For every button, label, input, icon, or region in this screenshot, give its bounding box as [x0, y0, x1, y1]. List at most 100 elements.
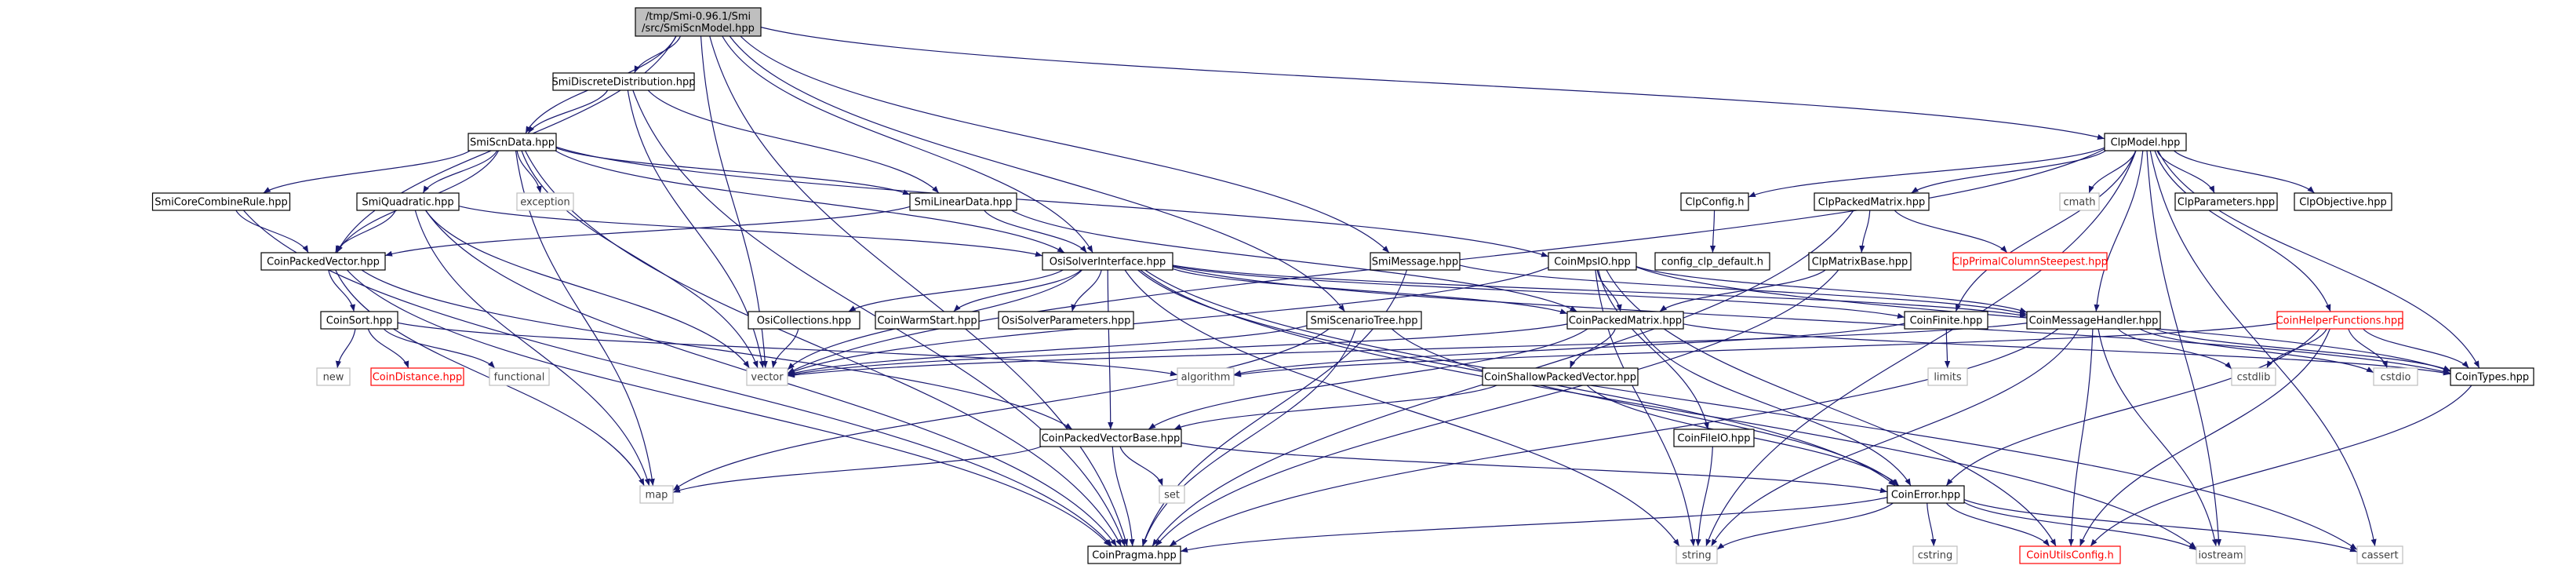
node-cpv[interactable]: CoinPackedVector.hpp: [260, 252, 386, 271]
node-cmath: cmath: [2059, 192, 2100, 211]
node-label-algorithm: algorithm: [1181, 372, 1231, 384]
node-label-new: new: [323, 372, 344, 384]
edge-coinfinite-to-limits: [1945, 328, 1951, 369]
node-label-configclp: config_clp_default.h: [1661, 257, 1763, 268]
node-label-iostream: iostream: [2198, 550, 2243, 562]
edge-clppm-to-clpprimal: [1894, 210, 2008, 253]
edge-smiquad-to-cpv: [335, 210, 396, 253]
node-label-coinmh: CoinMessageHandler.hpp: [2029, 316, 2159, 327]
node-box-clpmb: [1808, 252, 1912, 271]
node-coinfinite[interactable]: CoinFinite.hpp: [1904, 311, 1988, 330]
node-clpmodel[interactable]: ClpModel.hpp: [2104, 133, 2187, 151]
node-clpconfig[interactable]: ClpConfig.h: [1680, 192, 1749, 211]
edge-coinmh-to-iostream: [2098, 328, 2218, 547]
node-coinerror[interactable]: CoinError.hpp: [1887, 485, 1965, 504]
node-coindist[interactable]: CoinDistance.hpp: [370, 367, 464, 386]
node-box-map: [639, 485, 674, 504]
node-cstring: cstring: [1912, 545, 1958, 564]
node-smidd[interactable]: SmiDiscreteDistribution.hpp: [552, 72, 696, 91]
node-box-smidd: [552, 72, 695, 91]
node-label-coinfinite: CoinFinite.hpp: [1910, 316, 1983, 327]
node-label-osiparams: OsiSolverParameters.hpp: [1002, 316, 1131, 327]
node-osisi[interactable]: OsiSolverInterface.hpp: [1042, 252, 1173, 271]
node-label-osicoll: OsiCollections.hpp: [757, 316, 852, 327]
node-label-coinfileio: CoinFileIO.hpp: [1677, 433, 1750, 445]
node-cstdlib: cstdlib: [2231, 367, 2276, 386]
edge-smitree-to-map: [672, 328, 1330, 491]
edge-coinsort-to-coindist: [367, 328, 409, 369]
edge-cpvb-to-map: [672, 446, 1042, 493]
node-configclp[interactable]: config_clp_default.h: [1654, 252, 1770, 271]
node-cointypes[interactable]: CoinTypes.hpp: [2450, 367, 2534, 386]
node-cspv[interactable]: CoinShallowPackedVector.hpp: [1482, 367, 1639, 386]
node-smicore[interactable]: SmiCoreCombineRule.hpp: [151, 192, 291, 211]
node-string: string: [1675, 545, 1718, 564]
node-box-smilinear: [909, 192, 1017, 211]
edge-cpm-to-cointypes: [1683, 323, 2451, 376]
edge-coinfileio-to-string: [1695, 446, 1713, 547]
node-root[interactable]: /tmp/Smi-0.96.1/Smi/src/SmiScnModel.hpp: [635, 7, 762, 37]
node-box-root: [635, 7, 762, 37]
node-label-smitree: SmiScenarioTree.hpp: [1310, 316, 1417, 327]
node-set: set: [1159, 485, 1185, 504]
node-label-coinpragma: CoinPragma.hpp: [1092, 550, 1177, 562]
node-box-cspv: [1482, 367, 1639, 386]
edge-clpmodel-to-iostream: [2146, 150, 2222, 547]
node-coinmh[interactable]: CoinMessageHandler.hpp: [2026, 311, 2161, 330]
edge-clpmb-to-cpm: [1659, 269, 1826, 312]
edge-osisi-to-osiparams: [1071, 269, 1102, 312]
node-box-coinmpsio: [1548, 252, 1637, 271]
edge-root-to-osisi: [722, 35, 1093, 253]
edge-smilinear-to-osisi: [984, 210, 1087, 253]
edge-root-to-smidd: [634, 35, 682, 74]
node-clpparams[interactable]: ClpParameters.hpp: [2174, 192, 2278, 211]
node-clpprimal[interactable]: ClpPrimalColumnSteepest.hpp: [1952, 252, 2108, 271]
node-label-cspv: CoinShallowPackedVector.hpp: [1484, 372, 1636, 384]
edge-smicore-to-coinpragma: [242, 210, 1113, 547]
edge-smiquad-to-osisi: [458, 205, 1043, 257]
node-coinwarm[interactable]: CoinWarmStart.hpp: [875, 311, 980, 330]
node-cpvb[interactable]: CoinPackedVectorBase.hpp: [1039, 429, 1182, 447]
edge-root-to-coinpragma: [709, 35, 1129, 547]
node-coinsort[interactable]: CoinSort.hpp: [320, 311, 398, 330]
node-label-clpmb: ClpMatrixBase.hpp: [1812, 257, 1908, 268]
node-label-cpv: CoinPackedVector.hpp: [267, 257, 380, 268]
node-box-string: [1675, 545, 1718, 564]
node-coinutils[interactable]: CoinUtilsConfig.h: [2019, 545, 2121, 564]
edge-cpm-to-cspv: [1570, 328, 1616, 369]
node-iostream: iostream: [2196, 545, 2246, 564]
edge-coinhf-to-coinutils: [2079, 328, 2330, 547]
node-clppm[interactable]: ClpPackedMatrix.hpp: [1814, 192, 1930, 211]
edge-cpvb-to-coinerror: [1181, 442, 1888, 494]
node-coinpragma[interactable]: CoinPragma.hpp: [1087, 545, 1181, 564]
edge-coinhf-to-cstdio: [2348, 328, 2388, 369]
node-coinmpsio[interactable]: CoinMpsIO.hpp: [1548, 252, 1637, 271]
edge-osisi-to-coinmh: [1172, 264, 2028, 318]
node-smiscndata[interactable]: SmiScnData.hpp: [468, 133, 557, 151]
node-box-configclp: [1654, 252, 1770, 271]
edge-coinmh-to-vector: [787, 323, 2028, 378]
edge-coinerror-to-cassert: [1963, 498, 2358, 553]
edge-smiscndata-to-exception: [516, 150, 542, 194]
edge-clpmodel-to-string: [1705, 150, 2137, 547]
node-osiparams[interactable]: OsiSolverParameters.hpp: [998, 311, 1134, 330]
node-smitree[interactable]: SmiScenarioTree.hpp: [1306, 311, 1422, 330]
node-cpm[interactable]: CoinPackedMatrix.hpp: [1566, 311, 1684, 330]
node-vector: vector: [746, 367, 788, 386]
node-label-functional: functional: [494, 372, 545, 384]
node-clpobj[interactable]: ClpObjective.hpp: [2294, 192, 2392, 211]
edge-smicore-to-cpv: [235, 210, 309, 253]
edge-smiscndata-to-vector: [521, 150, 759, 369]
node-box-cmath: [2059, 192, 2100, 211]
node-clpmb[interactable]: ClpMatrixBase.hpp: [1808, 252, 1912, 271]
edge-smilinear-to-cpm: [1011, 210, 1577, 312]
node-osicoll[interactable]: OsiCollections.hpp: [748, 311, 860, 330]
edge-cpm-to-vector: [787, 323, 1568, 378]
node-coinfileio[interactable]: CoinFileIO.hpp: [1673, 429, 1755, 447]
node-smilinear[interactable]: SmiLinearData.hpp: [909, 192, 1017, 211]
edge-clpmodel-to-coinfinite: [1955, 150, 2137, 312]
node-coinhf[interactable]: CoinHelperFunctions.hpp: [2276, 311, 2404, 330]
node-smimsg[interactable]: SmiMessage.hpp: [1370, 252, 1461, 271]
node-box-cstring: [1912, 545, 1958, 564]
node-smiquad[interactable]: SmiQuadratic.hpp: [356, 192, 460, 211]
